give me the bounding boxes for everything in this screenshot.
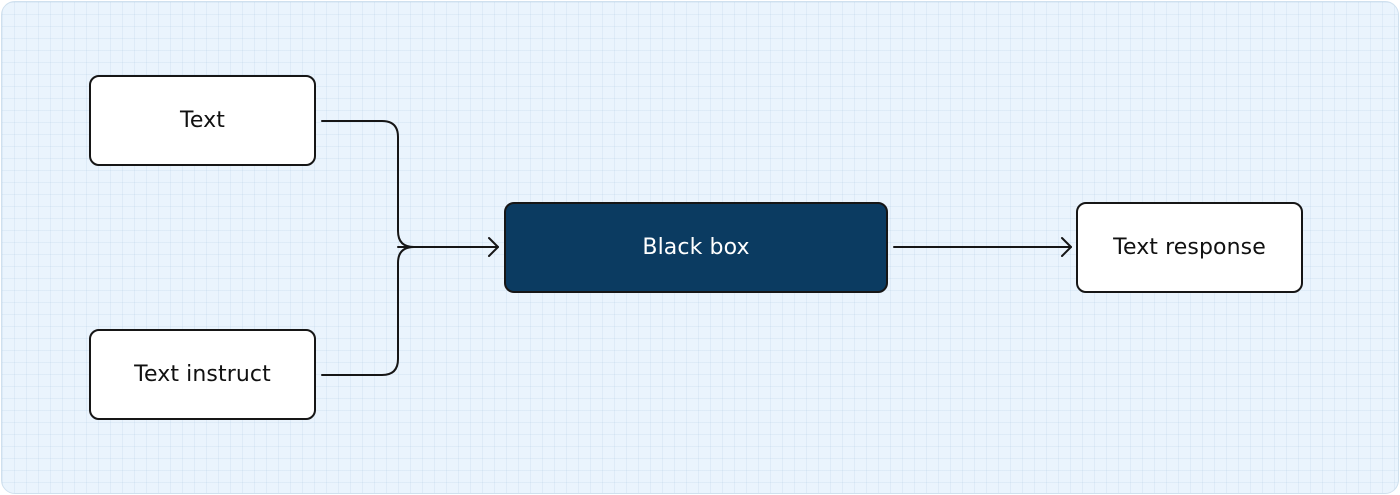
node-black-box-label: Black box: [642, 235, 750, 260]
connector-instruct-to-black-box: [321, 246, 415, 376]
arrowhead-response-icon: [1061, 237, 1072, 257]
node-text: Text: [89, 75, 316, 166]
node-text-instruct: Text instruct: [89, 329, 316, 420]
node-text-label: Text: [180, 108, 225, 133]
node-text-response: Text response: [1076, 202, 1303, 293]
connector-text-to-black-box: [321, 120, 415, 248]
node-text-response-label: Text response: [1113, 235, 1266, 260]
node-text-instruct-label: Text instruct: [134, 362, 271, 387]
node-black-box: Black box: [504, 202, 888, 293]
arrowhead-black-box-icon: [488, 237, 499, 257]
